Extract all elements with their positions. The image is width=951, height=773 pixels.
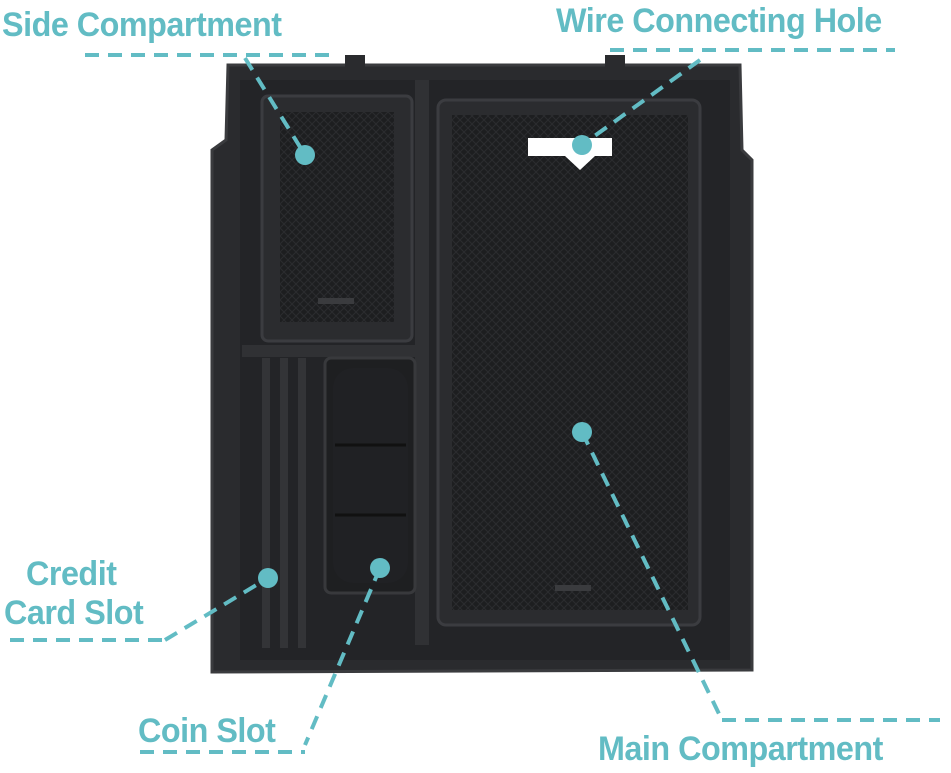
coin-slot-region [323, 356, 417, 595]
main-compartment-region [436, 98, 702, 627]
label-coin-slot: Coin Slot [138, 712, 276, 750]
callouts [10, 48, 940, 754]
label-credit-card-line1: Credit [26, 555, 117, 593]
label-wire-connecting-hole: Wire Connecting Hole [556, 2, 882, 40]
label-credit-card-line2: Card Slot [4, 594, 144, 632]
credit-card-slot-region [262, 358, 306, 648]
side-compartment-region [260, 94, 414, 343]
tray [210, 55, 754, 674]
label-main-compartment: Main Compartment [598, 730, 883, 768]
callout-dots [258, 135, 592, 588]
label-side-compartment: Side Compartment [2, 6, 282, 44]
